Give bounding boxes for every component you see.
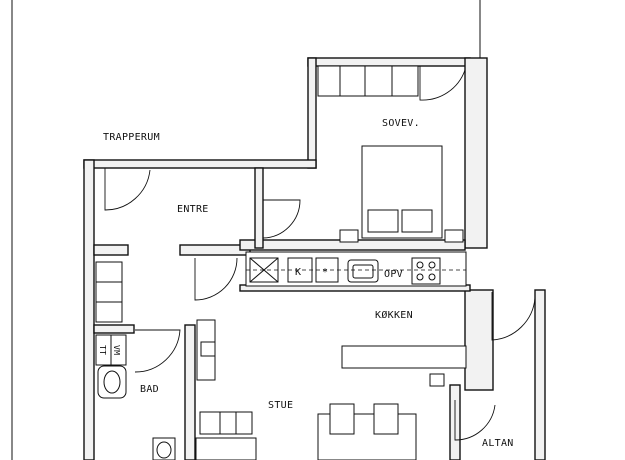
- bed-icon: [339, 145, 464, 243]
- stue-furniture: [195, 319, 417, 460]
- doors: [104, 66, 536, 441]
- sink-icon: [347, 259, 379, 283]
- toilet-icon: [152, 437, 176, 460]
- kitchen-island: [341, 345, 467, 387]
- room-label-stue: STUE: [268, 400, 293, 411]
- kitchen-counter: K * OPV: [245, 251, 467, 287]
- room-label-sovev: SOVEV.: [382, 118, 420, 129]
- vm-label: VM: [112, 345, 121, 355]
- room-label-altan: ALTAN: [482, 438, 514, 449]
- room-label-trapperum: TRAPPERUM: [103, 132, 160, 143]
- stairwell: [11, 0, 481, 460]
- wardrobe: [317, 65, 419, 97]
- room-label-kokken: KØKKEN: [375, 309, 413, 321]
- bath-fixtures: TT VM: [95, 261, 176, 460]
- star-icon: *: [322, 267, 328, 278]
- room-label-bad: BAD: [140, 384, 159, 395]
- room-label-entre: ENTRE: [177, 204, 209, 215]
- walls: [83, 57, 546, 460]
- k-label: K: [295, 267, 301, 278]
- tt-label: TT: [98, 345, 107, 355]
- opv-label: OPV: [384, 269, 403, 280]
- hob-icon: [411, 257, 441, 285]
- bathtub-icon: [97, 365, 127, 399]
